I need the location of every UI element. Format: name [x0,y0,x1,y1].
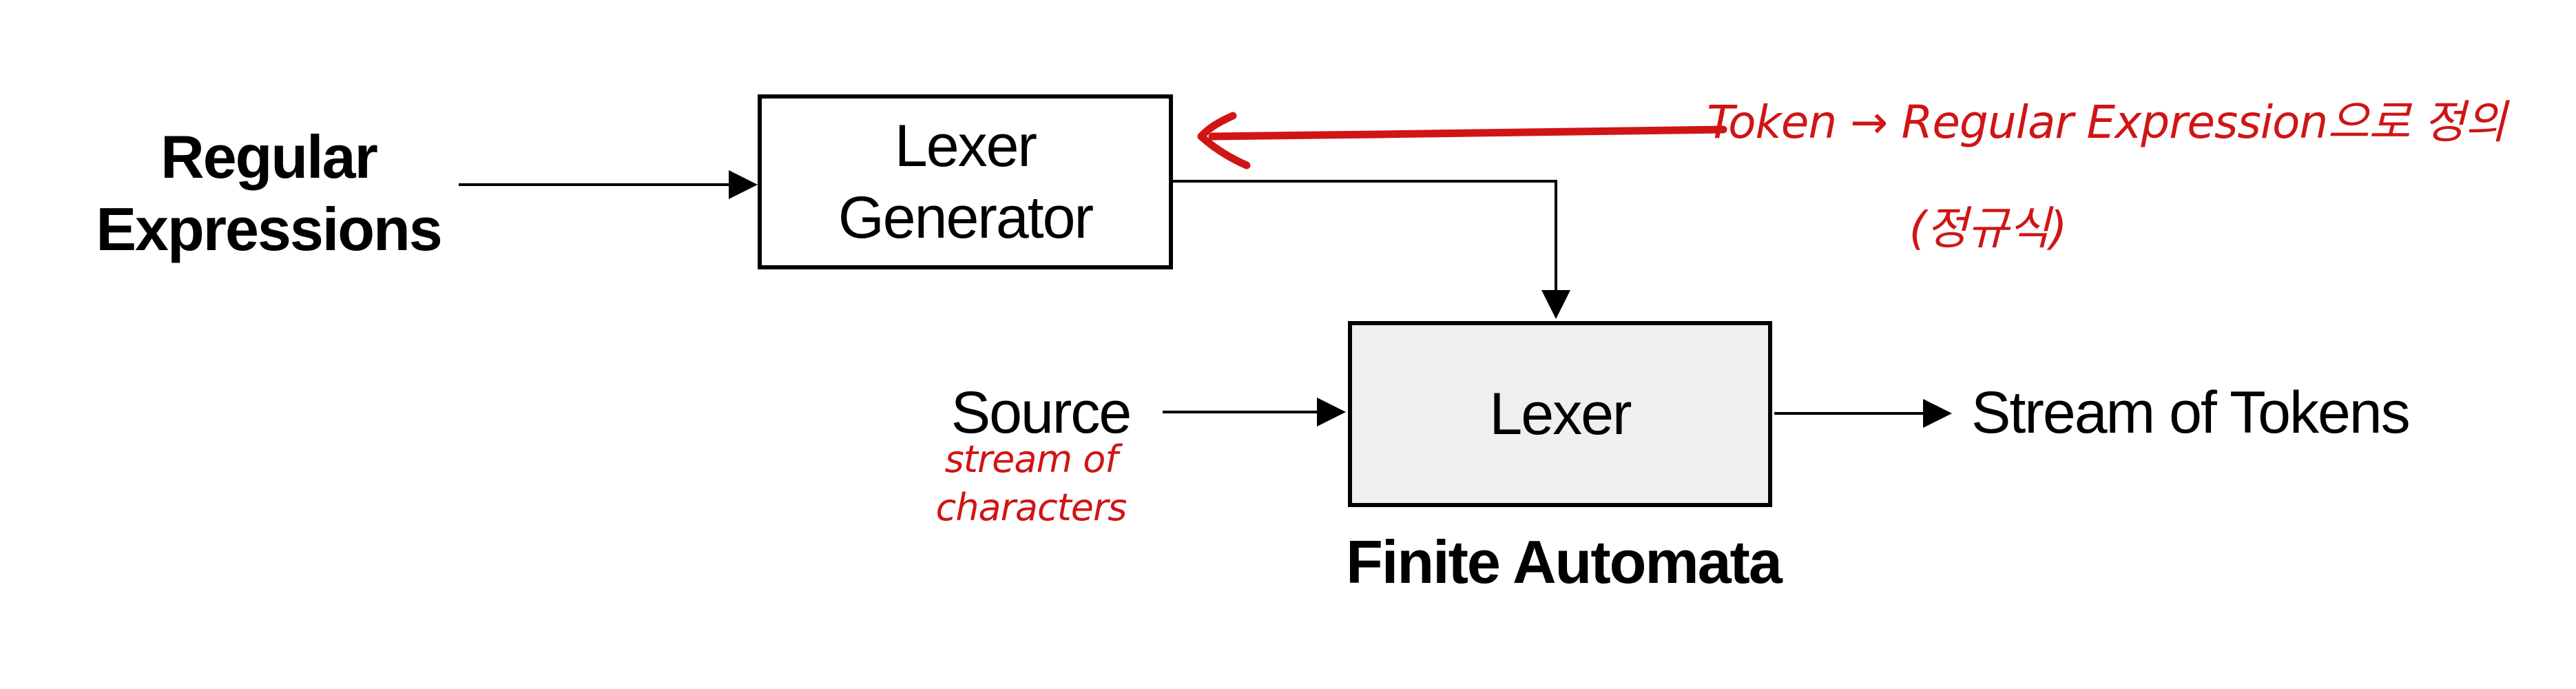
connector-generator-to-lexer [1173,180,1570,319]
node-lexer-generator-box: Lexer Generator [758,94,1173,269]
arrow-lexer-to-tokens [1774,399,1952,428]
regular-expressions-line2: Expressions [96,195,442,263]
annotation-stream-of-characters: stream of characters [893,435,1169,532]
red-arrowhead-lower-barb [1197,132,1251,169]
lexer-generator-line2: Generator [838,185,1094,251]
stream-note-line2: characters [935,486,1128,529]
stream-note-line1: stream of [944,438,1119,481]
arrow-source-to-lexer [1163,398,1346,426]
arrowhead-down-icon [1541,290,1570,319]
arrow-re-to-generator [459,170,758,199]
lexer-label: Lexer [1489,381,1632,447]
annotation-token-note-line2: (정규식) [1909,202,2068,255]
arrowhead-right-icon [729,170,758,199]
node-source: Source [951,380,1132,446]
red-annotation-arrow [1197,112,1727,169]
regular-expressions-line1: Regular [160,123,378,191]
node-lexer-box: Lexer [1348,321,1772,507]
lexer-generator-line1: Lexer [894,113,1037,179]
annotation-token-note-line1: Token → Regular Expression으로 정의 [1707,96,2506,149]
node-regular-expressions: Regular Expressions [28,121,510,265]
arrowhead-right-icon [1317,398,1346,426]
node-stream-of-tokens: Stream of Tokens [1971,380,2411,446]
arrowhead-right-icon [1923,399,1952,428]
caption-finite-automata: Finite Automata [1346,528,1783,596]
